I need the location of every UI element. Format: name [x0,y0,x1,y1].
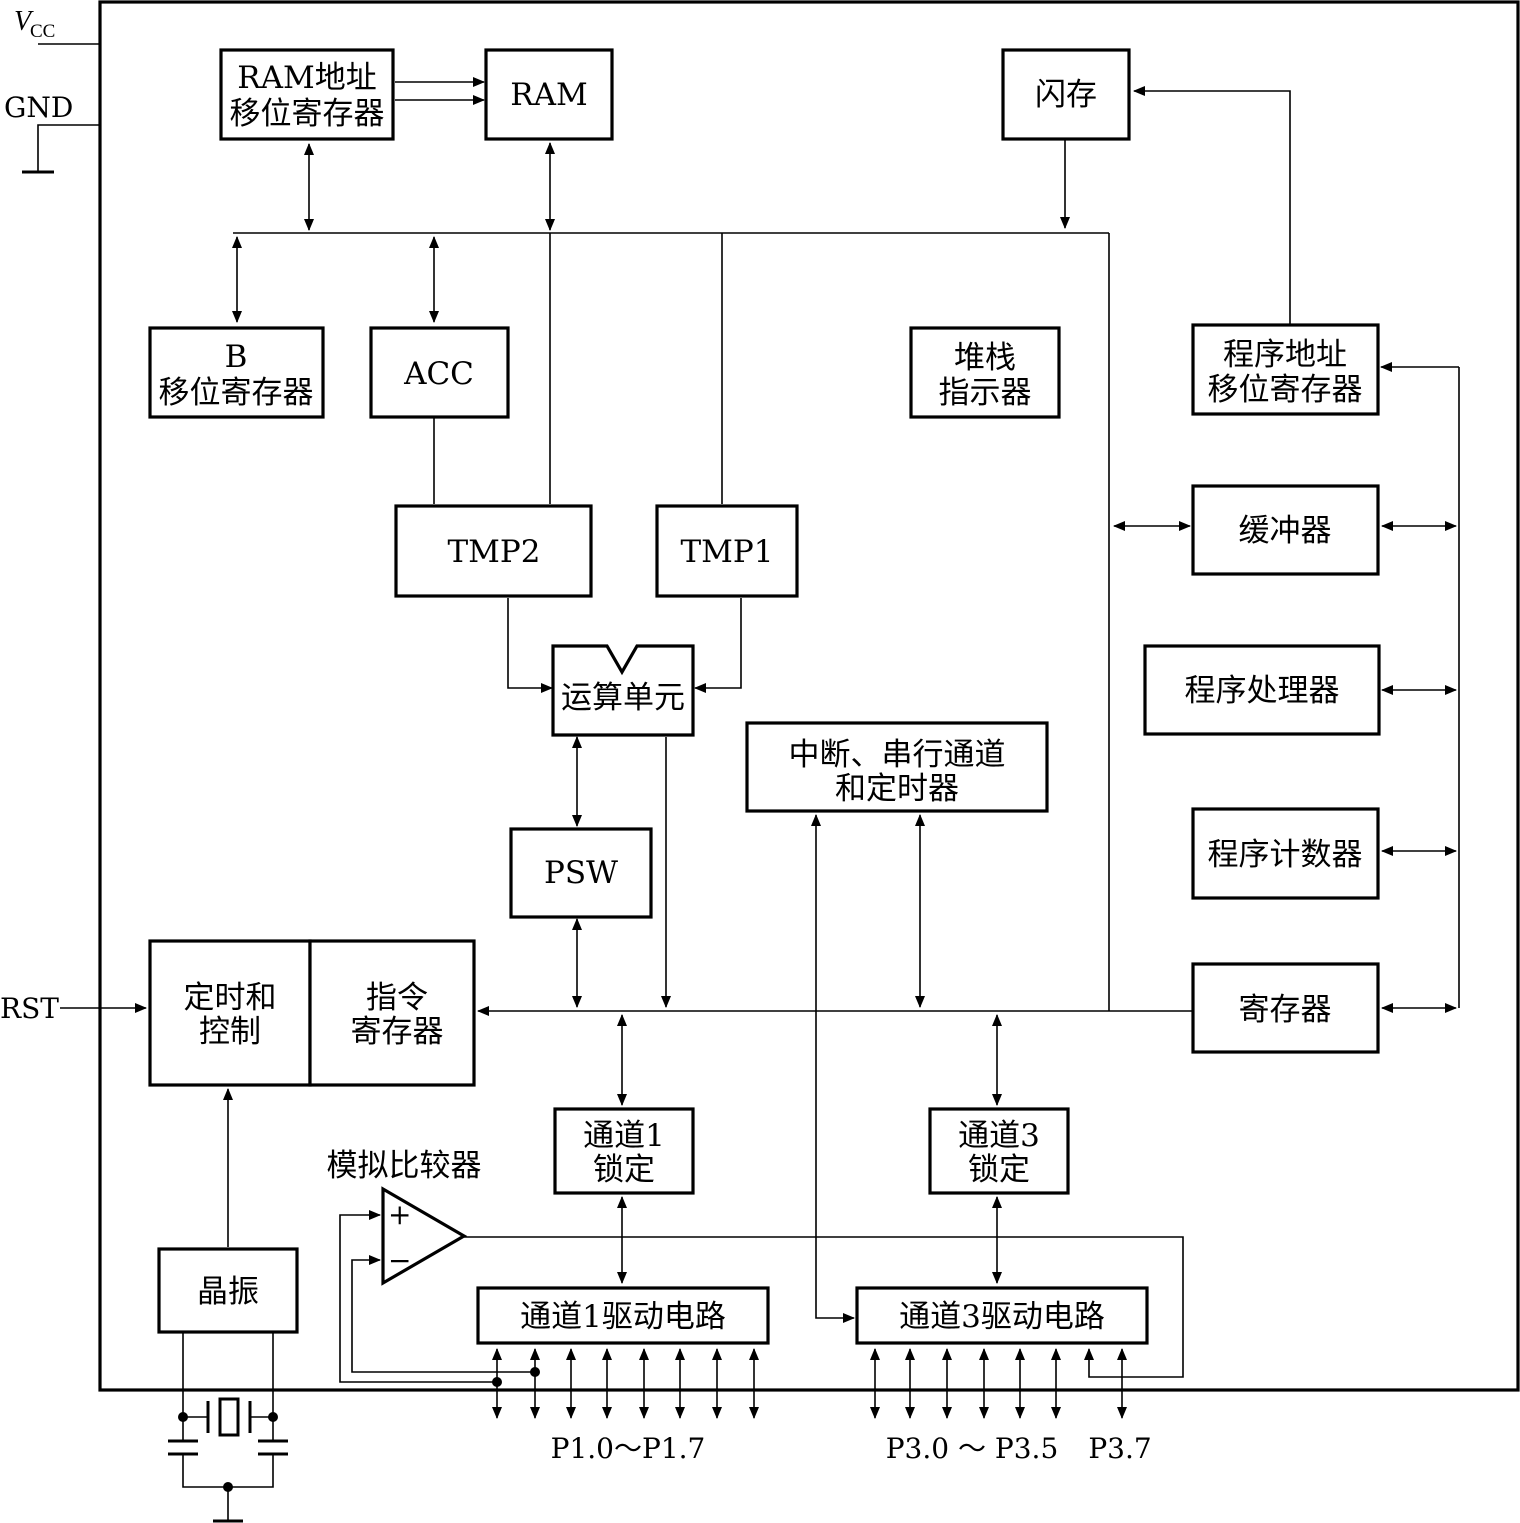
program-address-register: 程序地址 移位寄存器 [1191,323,1380,416]
svg-text:程序地址: 程序地址 [1223,337,1347,373]
svg-text:PSW: PSW [544,855,618,891]
ram-block: RAM [484,48,614,141]
crystal-circuit [168,1333,288,1523]
crystal-oscillator: 晶振 [157,1247,299,1334]
svg-text:寄存器: 寄存器 [351,1014,444,1050]
svg-text:程序处理器: 程序处理器 [1185,673,1340,709]
svg-text:+: + [388,1198,411,1231]
port1-latch: 通道1 锁定 [553,1107,695,1195]
alu-block: 运算单元 [551,644,695,737]
svg-text:B: B [225,339,248,375]
svg-text:TMP2: TMP2 [448,534,541,570]
acc-register: ACC [369,326,510,419]
interrupt-serial-timer-block: 中断、串行通道 和定时器 [745,721,1049,813]
program-counter: 程序计数器 [1191,807,1380,900]
svg-text:和定时器: 和定时器 [835,771,959,807]
svg-text:移位寄存器: 移位寄存器 [1208,372,1363,408]
b-register: B 移位寄存器 [148,326,325,419]
instruction-register: 指令 寄存器 [308,939,476,1087]
svg-text:−: − [388,1244,411,1277]
svg-text:CC: CC [30,21,55,42]
svg-text:定时和: 定时和 [184,980,277,1016]
svg-text:RAM地址: RAM地址 [237,60,376,96]
svg-text:通道3: 通道3 [958,1118,1040,1154]
stack-pointer: 堆栈 指示器 [909,326,1061,419]
timing-control-block: 定时和 控制 [148,939,312,1087]
comparator-label: 模拟比较器 [327,1148,482,1184]
svg-text:通道3驱动电路: 通道3驱动电路 [899,1299,1105,1335]
rst-pin: RST [0,992,147,1025]
chip-outline [98,0,1520,1392]
svg-text:TMP1: TMP1 [681,534,774,570]
svg-text:寄存器: 寄存器 [1239,992,1332,1028]
svg-text:堆栈: 堆栈 [954,340,1016,376]
program-processor: 程序处理器 [1143,644,1381,736]
svg-text:RST: RST [0,992,59,1025]
tmp2-register: TMP2 [394,504,593,598]
svg-text:移位寄存器: 移位寄存器 [230,96,385,132]
port1-label: P1.0～P1.7 [551,1432,706,1465]
svg-text:程序计数器: 程序计数器 [1208,837,1363,873]
svg-text:移位寄存器: 移位寄存器 [159,375,314,411]
ram-address-register: RAM地址 移位寄存器 [219,48,395,141]
svg-text:运算单元: 运算单元 [561,680,685,716]
svg-text:锁定: 锁定 [593,1152,655,1188]
svg-text:GND: GND [4,91,73,124]
svg-text:锁定: 锁定 [968,1152,1030,1188]
buffer-block: 缓冲器 [1191,484,1380,576]
port3-driver: 通道3驱动电路 [855,1286,1149,1345]
port3-7-label: P3.7 [1088,1432,1151,1465]
svg-text:RAM: RAM [510,77,587,113]
port3-pins [870,1348,1127,1419]
svg-text:缓冲器: 缓冲器 [1239,513,1332,549]
svg-text:指令: 指令 [366,980,428,1016]
vcc-pin: V CC [14,6,100,45]
port3-latch: 通道3 锁定 [928,1107,1070,1195]
port3-label: P3.0 ～ P3.5 [886,1432,1059,1465]
tmp1-register: TMP1 [655,504,799,598]
svg-text:晶振: 晶振 [197,1274,259,1310]
svg-text:通道1驱动电路: 通道1驱动电路 [520,1299,726,1335]
port1-pins [492,1348,759,1419]
svg-text:V: V [14,6,34,37]
psw-register: PSW [509,827,653,919]
svg-text:中断、串行通道: 中断、串行通道 [789,737,1006,773]
svg-text:通道1: 通道1 [583,1118,665,1154]
svg-text:控制: 控制 [199,1014,261,1050]
svg-text:指示器: 指示器 [939,375,1032,411]
latch-block: 闪存 [1001,48,1131,141]
bus-lines [223,77,1460,1323]
svg-text:闪存: 闪存 [1035,77,1097,113]
gnd-pin: GND [4,91,100,174]
svg-text:ACC: ACC [403,356,474,392]
port1-driver: 通道1驱动电路 [476,1286,770,1345]
analog-comparator: + − 模拟比较器 [327,1148,482,1286]
register-block: 寄存器 [1191,962,1380,1054]
